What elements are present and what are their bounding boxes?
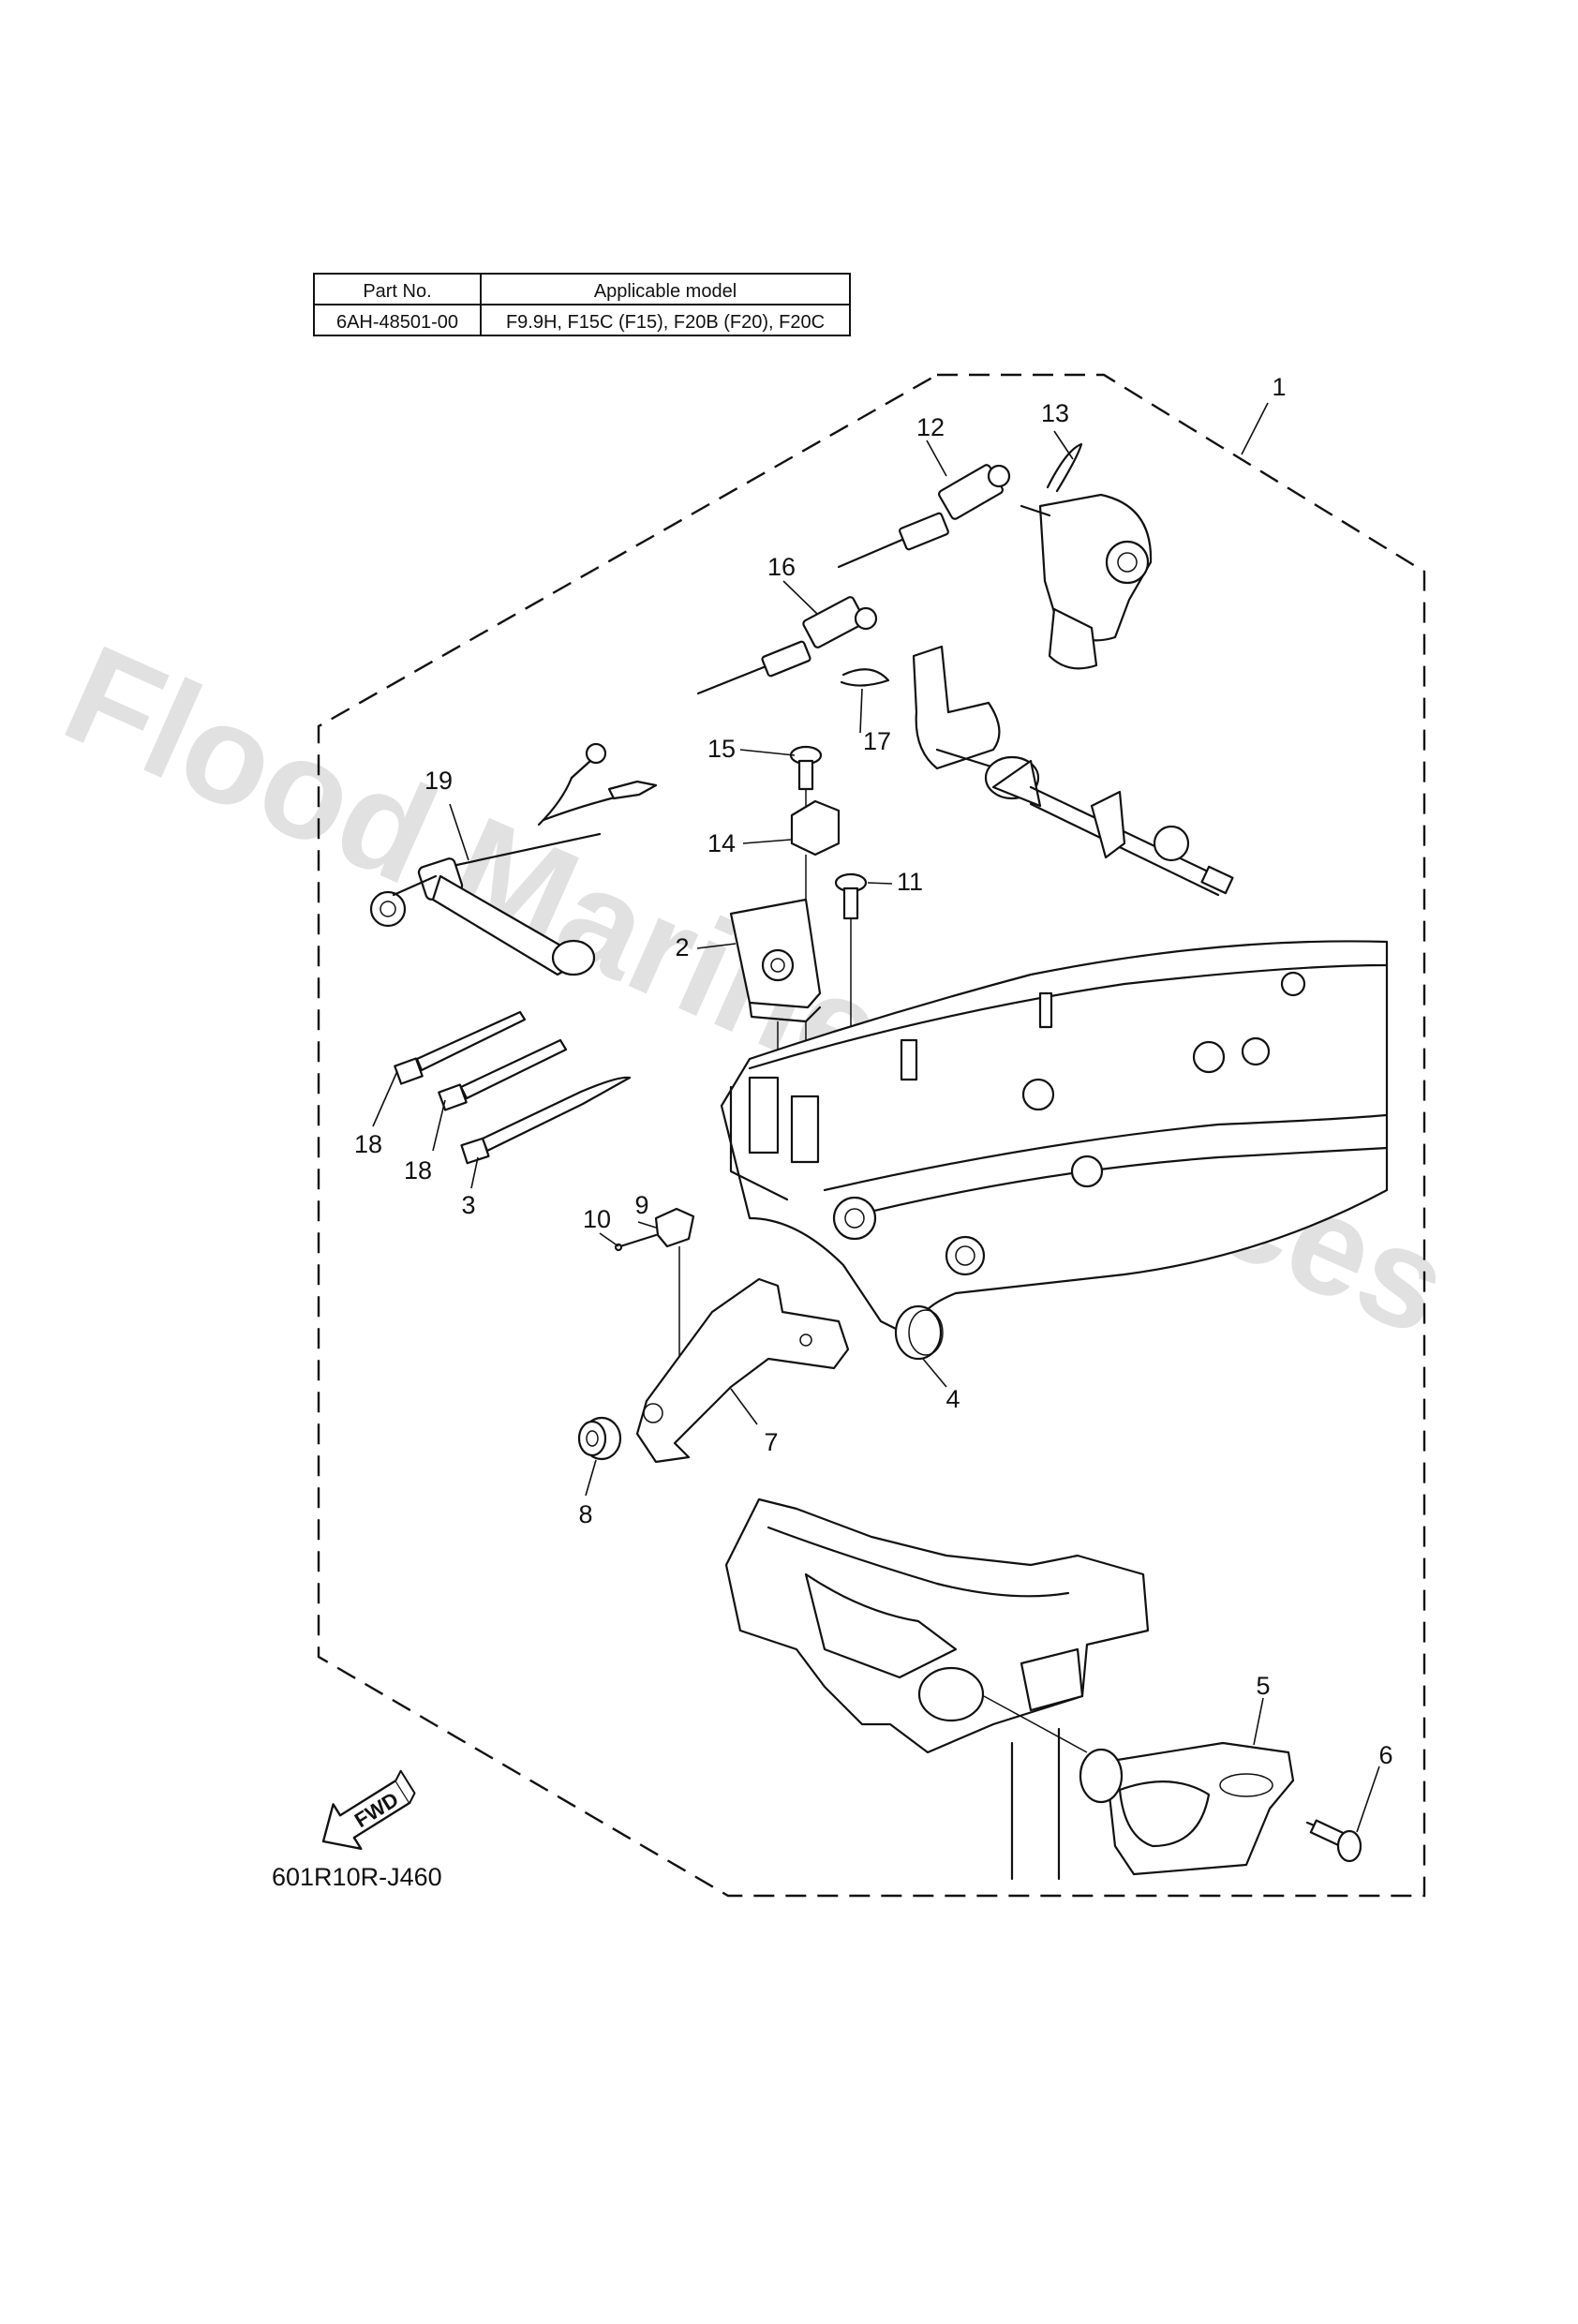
part-14-clip <box>790 799 841 937</box>
part-5-cover <box>1079 1741 1295 1876</box>
callout-numbers: 1 2 3 4 5 6 7 8 9 10 11 12 13 14 15 16 1… <box>354 373 1393 1769</box>
callout-18b: 18 <box>404 1156 432 1184</box>
part-3-cable-tie <box>460 1076 632 1165</box>
part-4-plug <box>894 1304 944 1361</box>
callout-15: 15 <box>707 735 736 763</box>
callout-1: 1 <box>1272 373 1286 401</box>
part-8-grommet <box>577 1416 622 1461</box>
callout-2: 2 <box>675 933 689 961</box>
callout-13: 13 <box>1041 399 1069 427</box>
callout-3: 3 <box>461 1191 475 1219</box>
callout-6: 6 <box>1378 1741 1392 1769</box>
fwd-arrow-depth <box>394 1769 416 1804</box>
callout-7: 7 <box>764 1428 778 1456</box>
part-13-clip <box>1046 442 1083 493</box>
table-header-applicable-model: Applicable model <box>594 281 737 302</box>
table-cell-applicable-model: F9.9H, F15C (F15), F20B (F20), F20C <box>506 312 825 333</box>
part-17-clip <box>840 668 890 687</box>
bottom-cowling <box>720 940 1389 1342</box>
callout-18a: 18 <box>354 1130 382 1158</box>
callout-9: 9 <box>634 1191 648 1219</box>
fwd-arrow: FWD <box>321 1769 416 1851</box>
part-12-rod-end <box>837 464 1011 569</box>
callout-11: 11 <box>897 868 923 896</box>
part-16-rod-end <box>696 596 878 695</box>
part-18-cable-tie-a <box>394 1010 527 1085</box>
callout-14: 14 <box>707 829 736 857</box>
part-10-pin <box>614 1233 658 1252</box>
part-number-table: Part No. Applicable model 6AH-48501-00 F… <box>313 273 851 336</box>
figure-code: 601R10R-J460 <box>272 1863 442 1891</box>
callout-10: 10 <box>583 1205 611 1233</box>
part-19-switch-lead <box>369 742 658 976</box>
shift-shaft-assembly <box>912 645 1234 897</box>
swivel-bracket <box>724 1497 1150 1881</box>
callout-19: 19 <box>424 767 453 795</box>
callout-12: 12 <box>916 413 945 441</box>
callout-5: 5 <box>1256 1672 1270 1700</box>
callout-17: 17 <box>863 727 891 755</box>
part-6-bolt <box>1305 1819 1362 1863</box>
callout-4: 4 <box>945 1385 960 1413</box>
callout-16: 16 <box>767 553 796 581</box>
assembly-boundary <box>317 373 1426 1898</box>
table-cell-part-no: 6AH-48501-00 <box>336 312 458 333</box>
table-header-part-no: Part No. <box>363 281 431 302</box>
part-7-bracket <box>635 1277 850 1464</box>
part-18-cable-tie-b <box>438 1038 568 1111</box>
throttle-lever-assembly <box>1020 493 1153 670</box>
leader-lines <box>372 402 1380 1833</box>
callout-8: 8 <box>578 1500 592 1528</box>
